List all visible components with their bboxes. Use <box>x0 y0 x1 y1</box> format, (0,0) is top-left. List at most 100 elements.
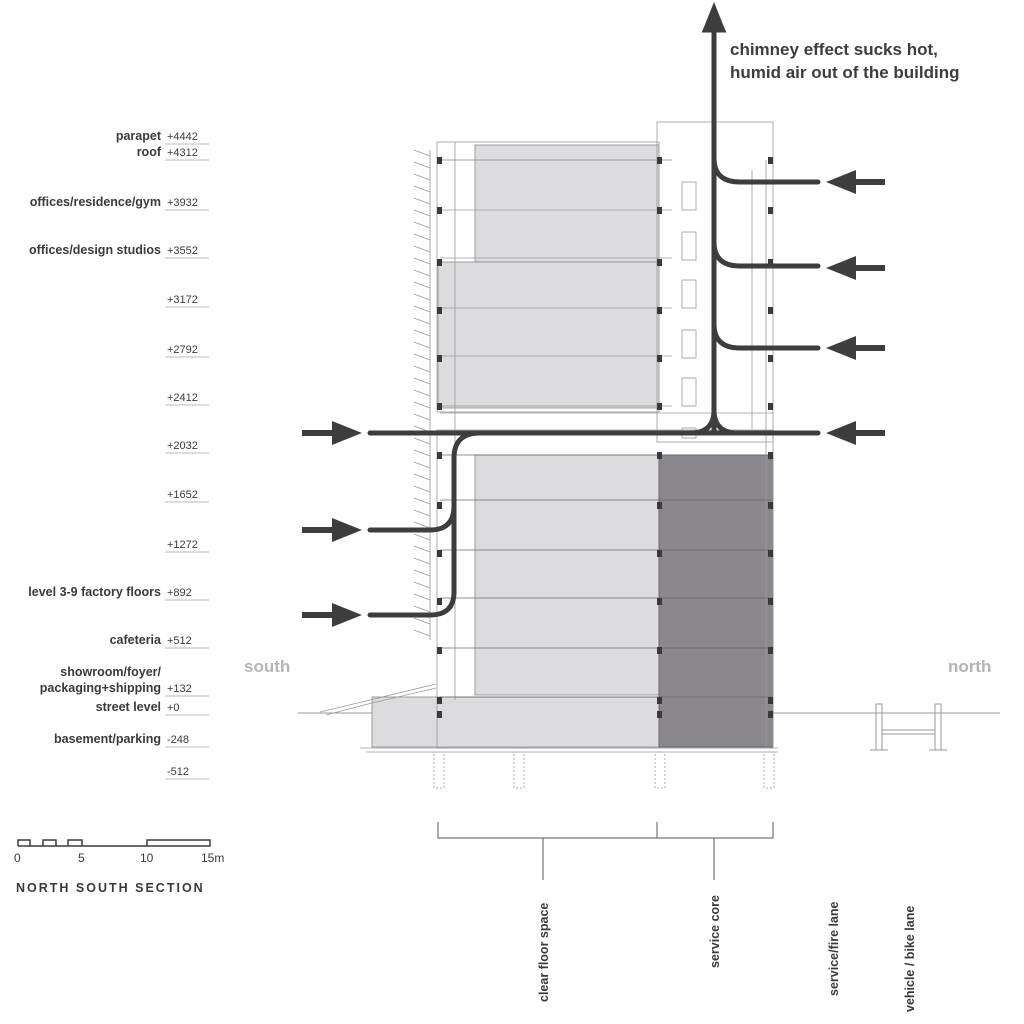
column-marker <box>768 647 773 654</box>
louvre-blade <box>413 569 431 577</box>
louvre-blade <box>413 233 431 241</box>
column-marker <box>437 157 442 164</box>
foundation-piles <box>433 751 775 789</box>
core-window-openings <box>681 181 697 439</box>
louvre-blade <box>413 161 431 169</box>
column-marker <box>657 207 662 214</box>
level-elevation: -512 <box>167 766 189 778</box>
level-elevation: +3552 <box>167 245 198 257</box>
level-elevation: +2032 <box>167 440 198 452</box>
chimney-caption-line1: chimney effect sucks hot, <box>730 40 938 59</box>
level-elevation: +892 <box>167 587 192 599</box>
section-title: NORTH SOUTH SECTION <box>16 881 205 895</box>
pile <box>433 751 445 789</box>
louvre-blade <box>413 353 431 361</box>
level-name: offices/residence/gym <box>30 195 161 209</box>
level-elevation: +3932 <box>167 197 198 209</box>
level-elevation: +4442 <box>167 131 198 143</box>
louvre-blade <box>413 221 431 229</box>
zone-label-clear-floor: clear floor space <box>537 903 551 1002</box>
structural-columns <box>437 157 773 718</box>
column-marker <box>657 452 662 459</box>
level-name: level 3-9 factory floors <box>28 585 161 599</box>
south-intake-arrow-2-icon <box>302 518 362 542</box>
column-marker <box>768 403 773 410</box>
column-marker <box>437 307 442 314</box>
zone-brackets <box>437 822 774 880</box>
mid-floor-space <box>437 261 660 409</box>
scale-bar: 0 5 10 15m NORTH SOUTH SECTION <box>14 839 224 895</box>
pile <box>513 751 525 789</box>
south-facade-louvres <box>413 149 431 640</box>
louvre-blade <box>413 461 431 469</box>
louvre-blade <box>413 449 431 457</box>
level-elevation: +2792 <box>167 344 198 356</box>
column-marker <box>657 403 662 410</box>
column-marker <box>437 647 442 654</box>
column-marker <box>657 259 662 266</box>
level-name: roof <box>137 145 162 159</box>
airflow-paths <box>367 7 821 618</box>
column-marker <box>768 598 773 605</box>
louvre-blade <box>413 281 431 289</box>
louvre-blade <box>413 629 431 637</box>
column-marker <box>768 259 773 266</box>
level-elevation: +132 <box>167 683 192 695</box>
building-section <box>319 121 947 789</box>
level-name: showroom/foyer/ <box>60 665 161 679</box>
level-labels: parapet +4442 roof +4312 offices/residence/g… <box>28 129 209 780</box>
louvre-blade <box>413 329 431 337</box>
column-marker <box>657 697 662 704</box>
south-intake-middle <box>367 503 457 533</box>
louvre-blade <box>413 245 431 253</box>
louvre-blade <box>413 533 431 541</box>
north-intake-3 <box>711 321 821 351</box>
column-marker <box>768 157 773 164</box>
south-intake-arrow-3-icon <box>302 603 362 627</box>
column-marker <box>437 207 442 214</box>
pile <box>654 751 666 789</box>
louvre-blade <box>413 365 431 373</box>
column-marker <box>437 598 442 605</box>
column-marker <box>657 157 662 164</box>
level-name: cafeteria <box>110 633 162 647</box>
north-intake-2 <box>711 239 821 269</box>
level-elevation: +1652 <box>167 489 198 501</box>
north-intake-arrow-3-icon <box>826 336 885 360</box>
column-marker <box>657 355 662 362</box>
louvre-blade <box>413 341 431 349</box>
column-marker <box>437 502 442 509</box>
north-intake-arrow-4-icon <box>826 421 885 445</box>
entrance-ramp <box>319 683 778 753</box>
louvre-blade <box>413 545 431 553</box>
building-outline-upper <box>436 141 660 413</box>
chimney-arrow-icon <box>702 2 726 32</box>
column-marker <box>768 452 773 459</box>
scale-tick-0: 0 <box>14 851 21 865</box>
level-name: parapet <box>116 129 162 143</box>
louvre-blade <box>413 581 431 589</box>
column-marker <box>657 550 662 557</box>
south-label: south <box>244 657 290 676</box>
column-marker <box>657 307 662 314</box>
level-elevation: -248 <box>167 734 189 746</box>
louvre-blade <box>413 413 431 421</box>
north-intake-arrow-1-icon <box>826 170 885 194</box>
louvre-blade <box>413 305 431 313</box>
column-marker <box>768 502 773 509</box>
north-intake-arrow-2-icon <box>826 256 885 280</box>
louvre-blade <box>413 437 431 445</box>
louvre-blade <box>413 293 431 301</box>
vehicle-lane-barrier <box>870 703 947 751</box>
factory-floor-space <box>474 454 660 696</box>
scale-tick-10: 10 <box>140 851 154 865</box>
column-marker <box>657 711 662 718</box>
level-elevation: +4312 <box>167 147 198 159</box>
level-elevation: +1272 <box>167 539 198 551</box>
column-marker <box>768 711 773 718</box>
airflow-arrows <box>302 2 885 627</box>
level-elevation: +0 <box>167 702 180 714</box>
basement-space <box>371 696 660 748</box>
scale-tick-5: 5 <box>78 851 85 865</box>
